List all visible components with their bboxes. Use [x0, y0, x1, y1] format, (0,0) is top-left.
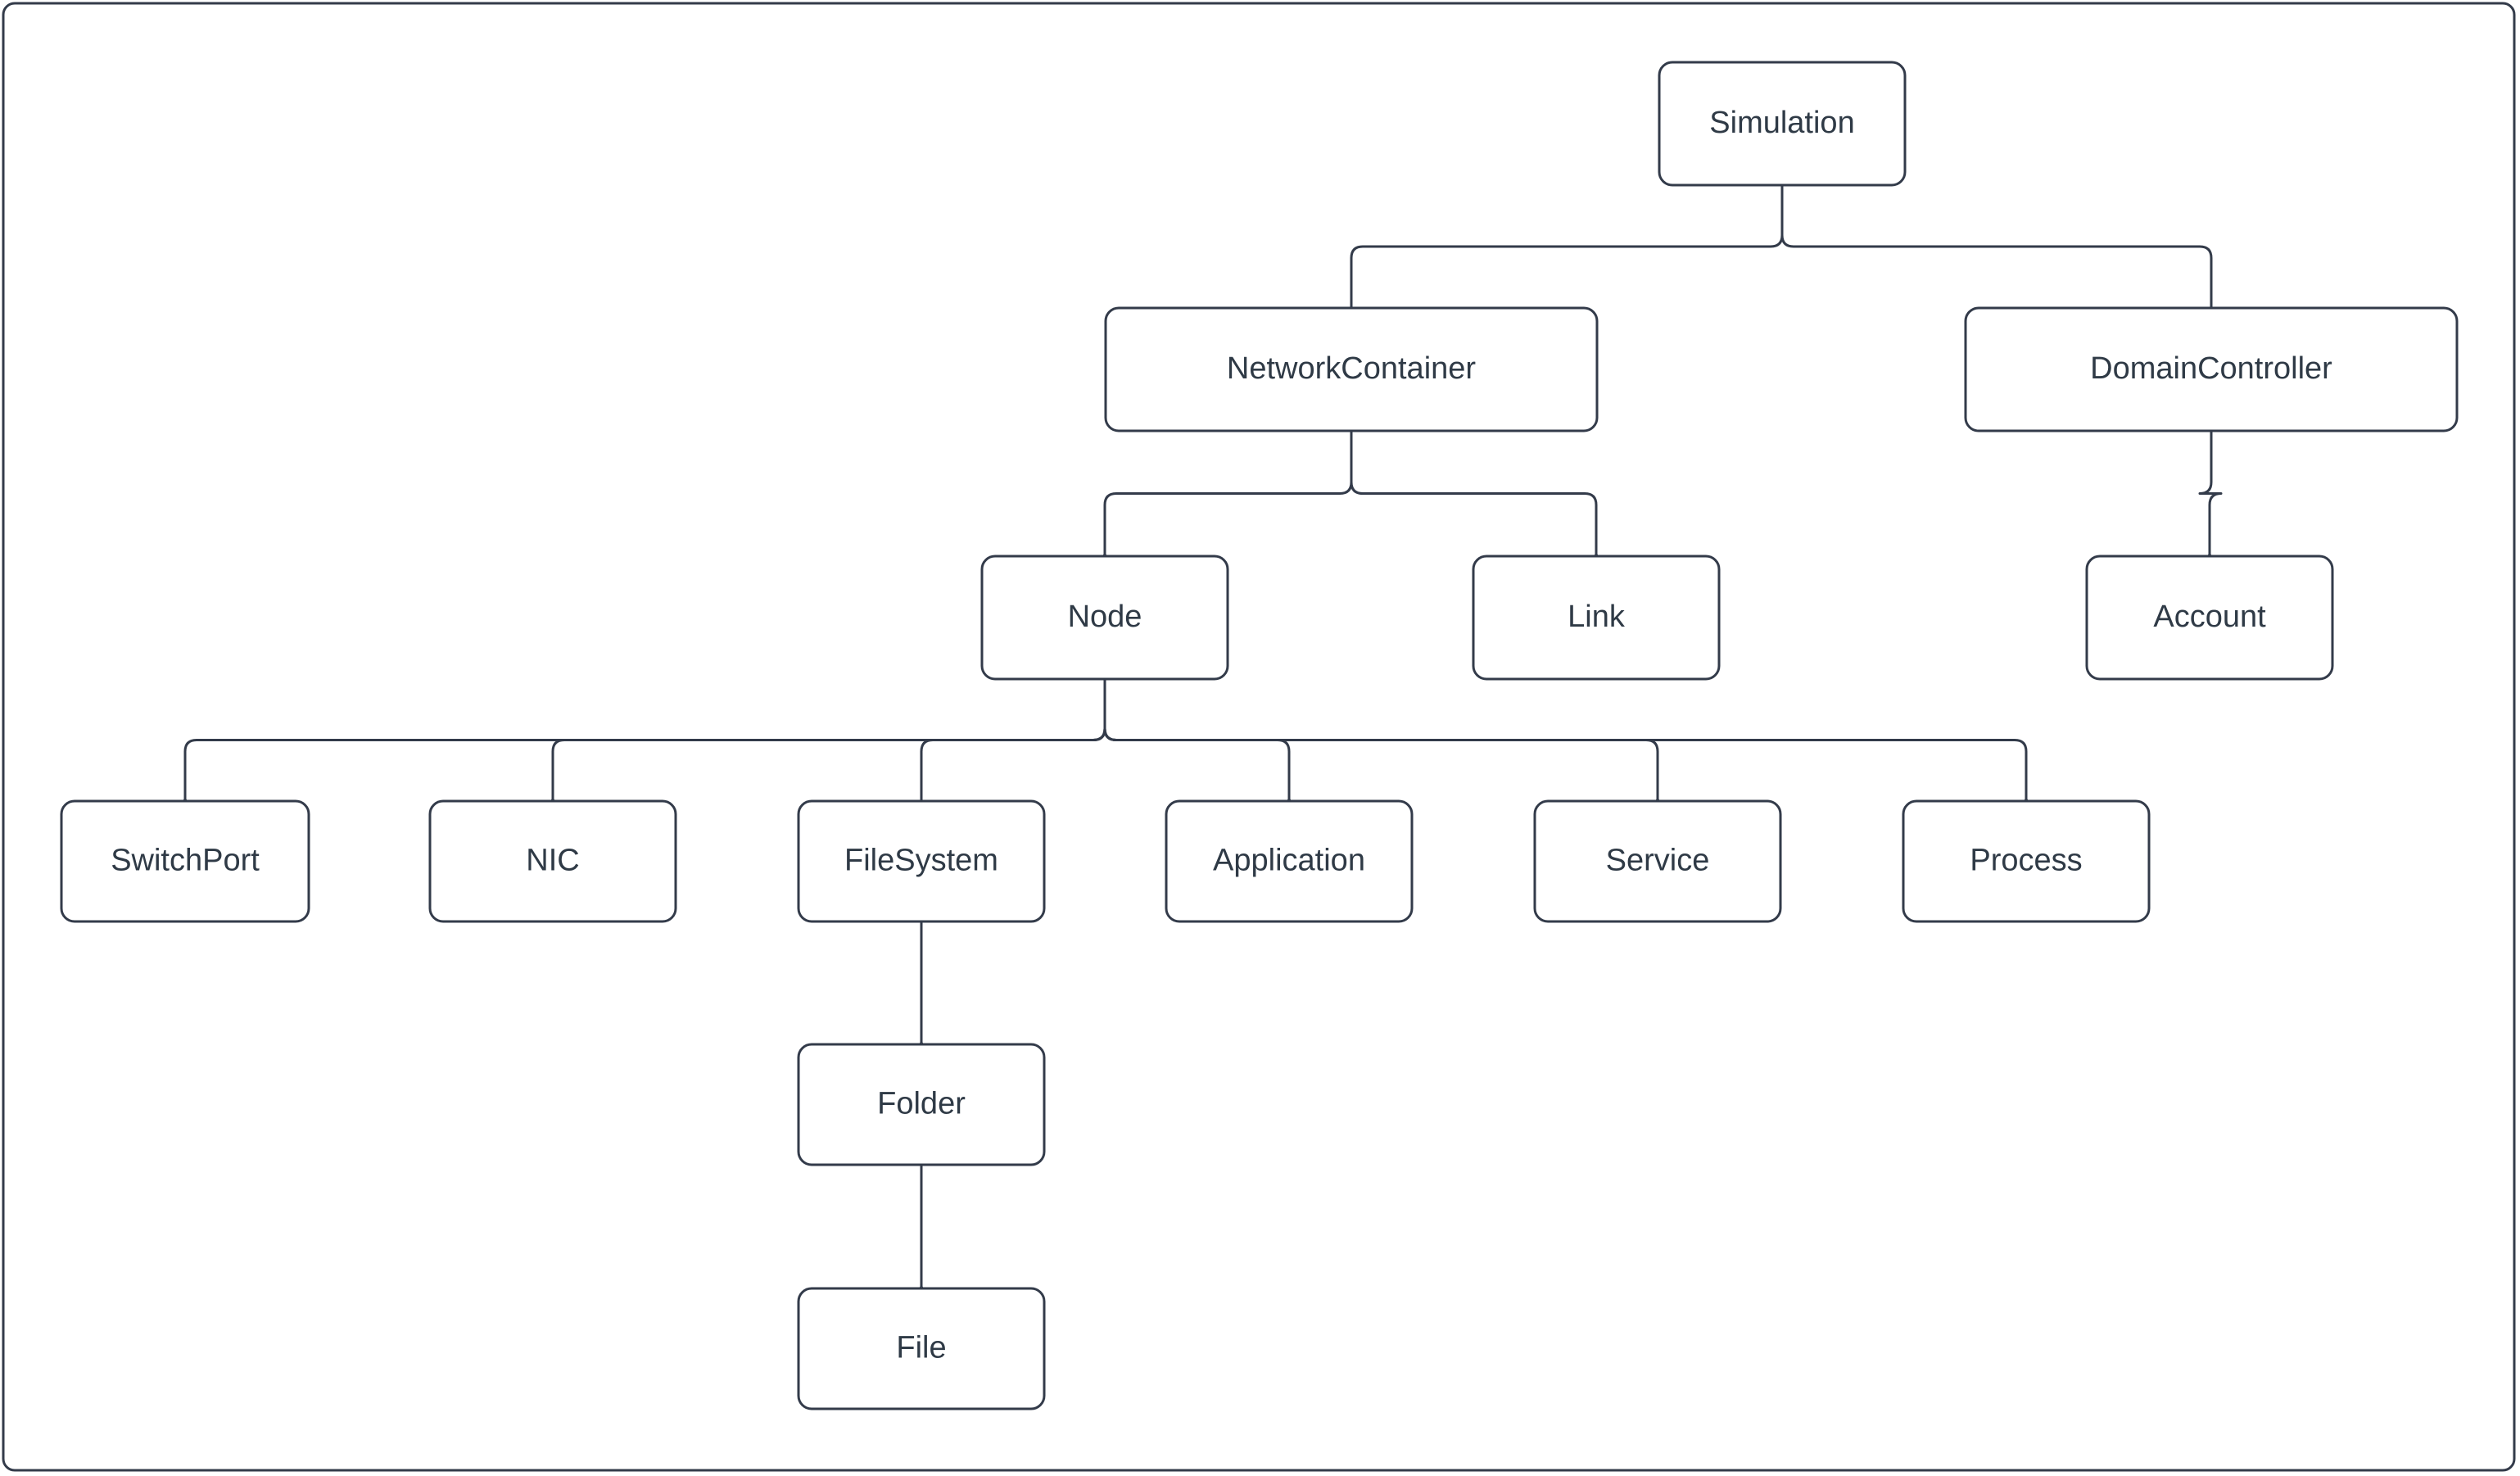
class-node-box[interactable]: [1165, 799, 1414, 923]
class-node-networkcontainer[interactable]: NetworkContainer: [1104, 306, 1599, 432]
class-node-simulation[interactable]: Simulation: [1658, 61, 1907, 187]
class-node-box[interactable]: [980, 555, 1229, 681]
class-node-label: NIC: [526, 844, 579, 878]
class-node-box[interactable]: [2085, 555, 2334, 681]
class-node-label: Account: [2153, 600, 2266, 634]
class-node-filesystem[interactable]: FileSystem: [797, 799, 1046, 923]
class-node-box[interactable]: [428, 799, 677, 923]
class-node-service[interactable]: Service: [1533, 799, 1782, 923]
class-node-file[interactable]: File: [797, 1287, 1046, 1410]
class-node-domaincontroller[interactable]: DomainController: [1964, 306, 2459, 432]
class-node-label: FileSystem: [844, 844, 998, 878]
class-node-label: Link: [1568, 600, 1626, 634]
class-node-box[interactable]: [797, 799, 1046, 923]
edge-simulation-to-domaincontroller: [1780, 185, 2213, 308]
class-node-box[interactable]: [1964, 306, 2459, 432]
class-node-process[interactable]: Process: [1902, 799, 2151, 923]
class-node-label: File: [896, 1331, 946, 1365]
class-node-label: SwitchPort: [111, 844, 260, 878]
class-node-label: Service: [1606, 844, 1710, 878]
class-node-label: DomainController: [2090, 351, 2332, 386]
class-node-label: Simulation: [1709, 106, 1854, 140]
class-node-application[interactable]: Application: [1165, 799, 1414, 923]
edge-line: [1350, 431, 1598, 555]
class-node-label: Application: [1213, 844, 1365, 878]
class-node-box[interactable]: [797, 1043, 1046, 1166]
edge-line: [1103, 679, 2028, 799]
class-node-box[interactable]: [797, 1287, 1046, 1410]
class-node-box[interactable]: [1902, 799, 2151, 923]
class-node-box[interactable]: [1472, 555, 1721, 681]
class-node-label: NetworkContainer: [1227, 351, 1476, 386]
class-node-nic[interactable]: NIC: [428, 799, 677, 923]
edge-line: [1780, 185, 2213, 308]
class-node-label: Process: [1970, 844, 2082, 878]
class-node-link[interactable]: Link: [1472, 555, 1721, 681]
class-node-label: Node: [1068, 600, 1142, 634]
class-node-label: Folder: [877, 1087, 966, 1121]
class-node-account[interactable]: Account: [2085, 555, 2334, 681]
class-node-box[interactable]: [1533, 799, 1782, 923]
class-node-box[interactable]: [1104, 306, 1599, 432]
class-node-switchport[interactable]: SwitchPort: [60, 799, 310, 923]
edge-line: [2198, 431, 2223, 555]
class-node-folder[interactable]: Folder: [797, 1043, 1046, 1166]
class-node-node[interactable]: Node: [980, 555, 1229, 681]
class-node-box[interactable]: [1658, 61, 1907, 187]
class-node-box[interactable]: [60, 799, 310, 923]
